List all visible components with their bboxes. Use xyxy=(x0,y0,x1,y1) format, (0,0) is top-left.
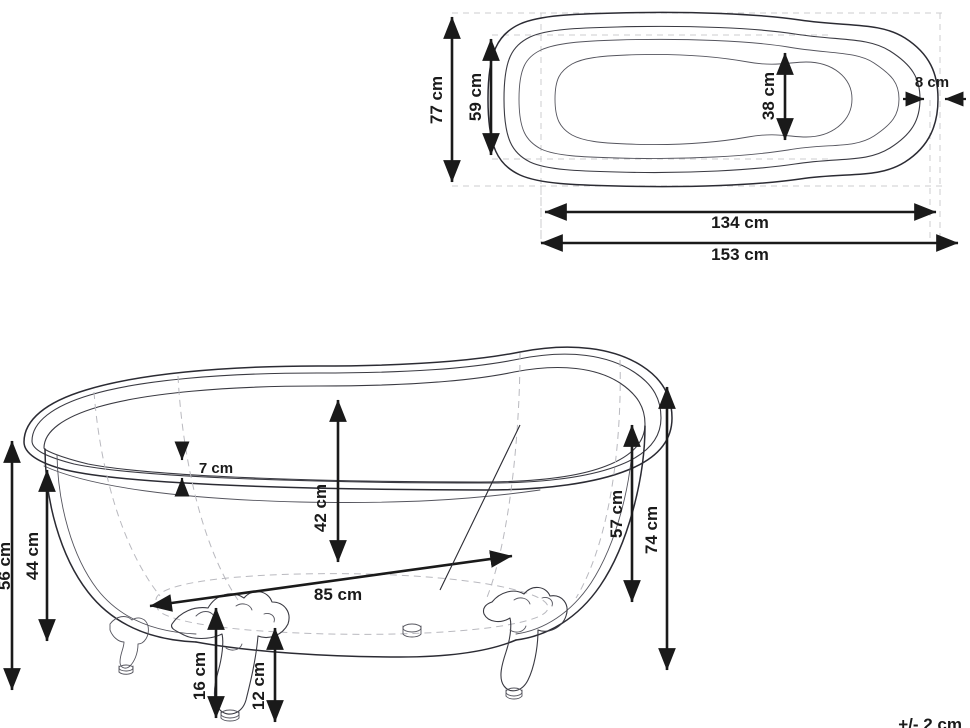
dimension-side-rim-thickness: 7 cm xyxy=(174,441,233,497)
dimension-label-59cm: 59 cm xyxy=(466,73,485,121)
dimension-side-inner-depth: 42 cm xyxy=(311,399,347,563)
dimension-side-rim-to-floor-high: 57 cm xyxy=(439,424,641,603)
side-view-group: 56 cm 44 cm 7 cm 42 cm 85 cm 16 cm xyxy=(0,346,676,723)
dimension-label-44cm: 44 cm xyxy=(23,532,42,580)
claw-foot-front-right xyxy=(482,586,568,700)
top-view-group: 77 cm 59 cm 38 cm 8 cm 134 cm 153 cm xyxy=(427,11,966,264)
dimension-label-16cm: 16 cm xyxy=(190,652,209,700)
dimension-label-134cm: 134 cm xyxy=(711,213,769,232)
claw-foot-rear-left xyxy=(109,616,149,675)
dimension-side-clearance: 12 cm xyxy=(249,627,284,723)
center-support-foot xyxy=(402,623,422,638)
dimension-label-153cm: 153 cm xyxy=(711,245,769,264)
dimension-side-overall-height: 74 cm xyxy=(642,386,676,671)
dimension-top-inner-length: 134 cm xyxy=(544,203,937,232)
dimension-label-57cm: 57 cm xyxy=(607,490,626,538)
dimension-label-38cm: 38 cm xyxy=(759,72,778,120)
dimension-top-inner-width: 59 cm xyxy=(466,38,500,156)
tub-rim-band-line xyxy=(43,465,541,503)
tub-rim-inner-contour xyxy=(503,25,921,174)
tub-left-bowl-wall-inner xyxy=(56,454,197,635)
dimension-label-7cm: 7 cm xyxy=(199,460,233,477)
tub-basin-contour xyxy=(518,38,900,159)
dimension-side-base-length: 85 cm xyxy=(149,550,513,612)
dimension-top-overall-width: 77 cm xyxy=(427,16,461,183)
dimension-label-42cm: 42 cm xyxy=(311,484,330,532)
dimension-top-basin-width: 38 cm xyxy=(759,52,794,141)
dimension-top-rim-thickness: 8 cm xyxy=(903,74,966,107)
dimension-side-wall-height-low: 44 cm xyxy=(23,469,56,642)
dimension-side-rim-to-floor-low: 56 cm xyxy=(0,440,21,691)
dimension-label-85cm: 85 cm xyxy=(314,585,362,604)
tub-underside xyxy=(195,639,517,658)
dimension-label-12cm: 12 cm xyxy=(249,662,268,710)
dimension-side-foot-height: 16 cm xyxy=(190,607,225,719)
dimension-label-74cm: 74 cm xyxy=(642,506,661,554)
dimension-label-77cm: 77 cm xyxy=(427,76,446,124)
dimension-label-56cm: 56 cm xyxy=(0,542,14,590)
dimension-top-overall-length: 153 cm xyxy=(540,234,959,264)
tub-basin-opening xyxy=(43,366,646,483)
tolerance-note: +/- 2 cm xyxy=(898,715,962,728)
dimension-label-8cm: 8 cm xyxy=(915,74,949,91)
